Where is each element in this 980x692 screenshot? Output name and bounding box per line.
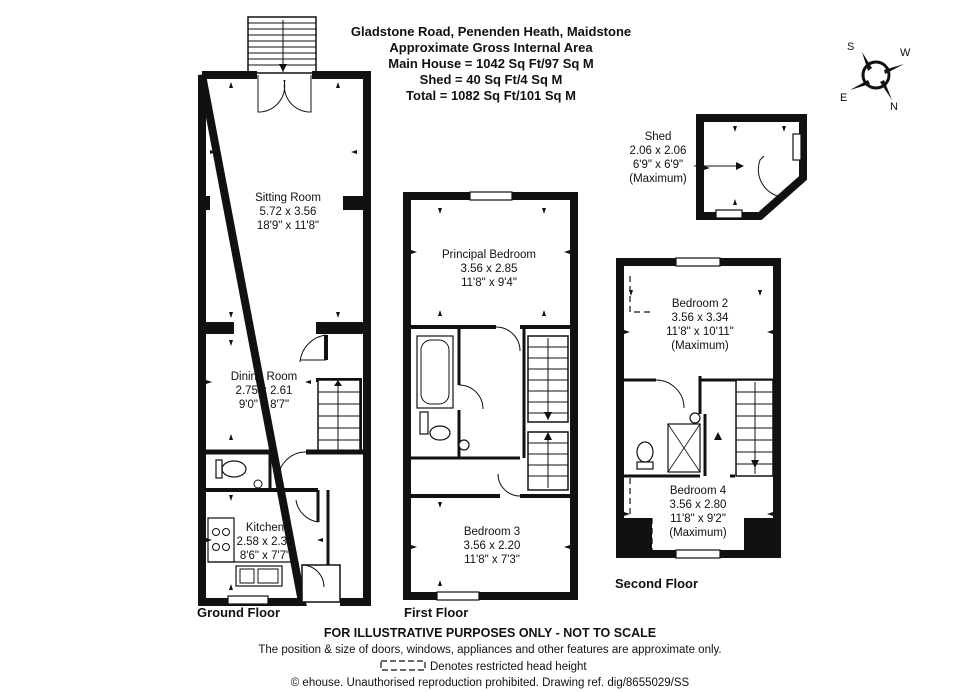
bedroom-2-imperial: 11'8" x 10'11" xyxy=(666,326,734,338)
dining-room-imperial: 9'0" x 8'7" xyxy=(239,399,289,411)
principal-bedroom-label: Principal Bedroom xyxy=(442,249,536,261)
address-title: Gladstone Road, Penenden Heath, Maidston… xyxy=(351,24,631,39)
compass-w: W xyxy=(900,47,911,59)
bedroom-2-metric: 3.56 x 3.34 xyxy=(672,312,730,324)
header: Gladstone Road, Penenden Heath, Maidston… xyxy=(351,24,631,103)
bedroom-4-label: Bedroom 4 xyxy=(670,485,727,497)
compass-icon: S W E N xyxy=(840,41,911,113)
bedroom-4-metric: 3.56 x 2.80 xyxy=(670,499,727,511)
compass-n: N xyxy=(890,101,898,113)
second-floor-plan: Bedroom 2 3.56 x 3.34 11'8" x 10'11" (Ma… xyxy=(615,257,781,591)
bedroom-3-metric: 3.56 x 2.20 xyxy=(464,540,521,552)
disclaimer-text: FOR ILLUSTRATIVE PURPOSES ONLY - NOT TO … xyxy=(324,626,656,640)
dining-room-metric: 2.75 x 2.61 xyxy=(236,385,293,397)
compass-s: S xyxy=(847,41,854,53)
copyright-text: © ehouse. Unauthorised reproduction proh… xyxy=(291,677,690,689)
second-floor-label: Second Floor xyxy=(615,576,698,591)
dining-room-label: Dining Room xyxy=(231,371,297,383)
footer: FOR ILLUSTRATIVE PURPOSES ONLY - NOT TO … xyxy=(258,626,721,689)
bedroom-3-label: Bedroom 3 xyxy=(464,526,520,538)
main-house-area: Main House = 1042 Sq Ft/97 Sq M xyxy=(388,56,594,71)
principal-bedroom-imperial: 11'8" x 9'4" xyxy=(461,277,517,289)
bedroom-4-maximum-note: (Maximum) xyxy=(669,527,727,539)
shed-imperial: 6'9" x 6'9" xyxy=(633,159,683,171)
sitting-room-label: Sitting Room xyxy=(255,192,321,204)
bedroom-2-maximum-note: (Maximum) xyxy=(671,340,729,352)
shed-area: Shed = 40 Sq Ft/4 Sq M xyxy=(420,72,563,87)
bedroom-4-imperial: 11'8" x 9'2" xyxy=(670,513,726,525)
position-note-text: The position & size of doors, windows, a… xyxy=(258,644,721,656)
shed-label: Shed xyxy=(645,131,672,143)
kitchen-label: Kitchen xyxy=(246,522,284,534)
first-floor-plan: Principal Bedroom 3.56 x 2.85 11'8" x 9'… xyxy=(403,191,578,620)
ground-floor-label: Ground Floor xyxy=(197,605,280,620)
shed-plan: Shed 2.06 x 2.06 6'9" x 6'9" (Maximum) xyxy=(629,114,807,220)
kitchen-imperial: 8'6" x 7'7" xyxy=(240,550,290,562)
restricted-head-height-legend-icon xyxy=(380,660,426,671)
bedroom-2-label: Bedroom 2 xyxy=(672,298,728,310)
compass-e: E xyxy=(840,92,847,104)
ground-floor-plan: Sitting Room 5.72 x 3.56 18'9" x 11'8" D… xyxy=(197,16,371,620)
sitting-room-imperial: 18'9" x 11'8" xyxy=(257,220,319,232)
bedroom-3-imperial: 11'8" x 7'3" xyxy=(464,554,520,566)
shed-maximum-note: (Maximum) xyxy=(629,173,687,185)
area-title: Approximate Gross Internal Area xyxy=(389,40,593,55)
first-floor-label: First Floor xyxy=(404,605,468,620)
shed-metric: 2.06 x 2.06 xyxy=(630,145,687,157)
sitting-room-metric: 5.72 x 3.56 xyxy=(260,206,317,218)
kitchen-metric: 2.58 x 2.32 xyxy=(237,536,294,548)
principal-bedroom-metric: 3.56 x 2.85 xyxy=(461,263,518,275)
total-area: Total = 1082 Sq Ft/101 Sq M xyxy=(406,88,576,103)
legend-text: Denotes restricted head height xyxy=(430,661,587,673)
